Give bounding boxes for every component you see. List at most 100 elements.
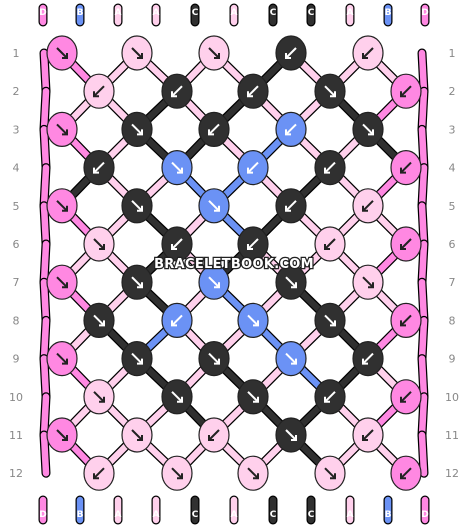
arrow-icon (285, 352, 297, 365)
arrow-head-icon (362, 53, 368, 59)
knot (352, 341, 384, 377)
arrow-head-icon (400, 167, 406, 174)
arrow-icon (208, 200, 220, 212)
row-label-right: 1 (449, 47, 456, 60)
arrow-head-icon (177, 396, 183, 403)
arrow-icon (93, 238, 105, 250)
arrow-icon (247, 238, 259, 250)
arrow-icon (247, 85, 259, 97)
arrow-icon (171, 238, 183, 250)
bottom-strand-letter: A (115, 510, 122, 520)
arrow-head-icon (253, 473, 259, 480)
arrow-head-icon (137, 205, 143, 212)
arrow-icon (131, 352, 143, 365)
edge-strand-left (40, 126, 50, 171)
knot (121, 341, 153, 377)
arrow-head-icon (93, 91, 99, 98)
edge-strand-right (418, 240, 428, 286)
arrow-icon (362, 276, 374, 288)
arrow-icon (324, 314, 336, 327)
arrow-head-icon (93, 167, 99, 174)
knot (275, 35, 307, 71)
arrow-head-icon (362, 435, 368, 441)
knot (352, 111, 384, 147)
arrow-head-icon (208, 435, 214, 441)
arrow-head-icon (137, 282, 143, 289)
knot (390, 302, 422, 338)
arrow-icon (208, 429, 220, 441)
arrow-icon (171, 467, 183, 479)
knot (237, 150, 269, 186)
arrow-icon (400, 314, 412, 327)
arrow-head-icon (362, 358, 368, 365)
arrow-icon (93, 391, 105, 403)
knot (46, 341, 78, 377)
row-label-left: 2 (13, 85, 20, 98)
arrow-icon (93, 467, 105, 479)
arrow-head-icon (324, 244, 330, 250)
knot (390, 455, 422, 491)
bottom-strand-letter: D (421, 510, 428, 520)
arrow-icon (171, 314, 183, 327)
arrow-head-icon (214, 53, 220, 59)
row-label-right: 3 (449, 123, 456, 136)
knot-layer (46, 35, 422, 491)
bottom-strand-letter: C (270, 510, 277, 520)
arrow-head-icon (285, 205, 291, 212)
arrow-icon (247, 467, 259, 479)
arrow-head-icon (177, 167, 183, 174)
knot (314, 302, 346, 338)
knot (46, 35, 78, 71)
edge-strand-left (40, 202, 50, 248)
arrow-icon (56, 276, 68, 288)
row-label-right: 9 (449, 353, 456, 366)
arrow-icon (362, 352, 374, 365)
arrow-head-icon (400, 91, 406, 98)
row-label-right: 6 (449, 238, 456, 251)
row-label-left: 10 (9, 391, 23, 404)
knot (161, 150, 193, 186)
top-strand-letter: C (192, 8, 199, 18)
knot (275, 341, 307, 377)
arrow-icon (131, 276, 143, 288)
arrow-head-icon (137, 53, 143, 59)
bottom-strand-letter: C (192, 510, 199, 520)
edge-strand-right (418, 164, 428, 210)
row-label-left: 11 (9, 429, 23, 442)
arrow-head-icon (330, 320, 336, 327)
bottom-strand-letter: D (39, 510, 46, 520)
knot (314, 379, 346, 415)
knot (83, 302, 115, 338)
edge-strand-right (418, 126, 428, 171)
row-label-left: 7 (13, 276, 20, 289)
arrow-head-icon (291, 282, 297, 289)
arrow-icon (208, 276, 220, 288)
knot (275, 417, 307, 453)
arrow-head-icon (400, 396, 406, 403)
row-label-left: 5 (13, 200, 20, 213)
arrow-icon (285, 429, 297, 441)
knot (46, 264, 78, 300)
knot (352, 188, 384, 224)
arrow-head-icon (62, 53, 68, 59)
arrow-head-icon (400, 244, 406, 250)
edge-strand-right (418, 431, 428, 477)
row-label-left: 9 (13, 353, 20, 366)
arrow-icon (56, 123, 68, 136)
arrow-icon (247, 391, 259, 403)
arrow-icon (56, 352, 68, 365)
arrow-head-icon (330, 91, 336, 98)
arrow-head-icon (137, 358, 143, 365)
arrow-icon (56, 47, 68, 59)
arrow-head-icon (137, 129, 143, 136)
top-strand-letter: A (231, 8, 238, 18)
top-strand-letter: B (77, 8, 84, 18)
arrow-icon (400, 391, 412, 403)
arrow-head-icon (99, 396, 105, 403)
top-strand-letter: D (39, 8, 46, 18)
row-label-right: 5 (449, 200, 456, 213)
top-strand-letter: A (115, 8, 122, 18)
row-label-right: 4 (449, 162, 456, 175)
arrow-icon (131, 200, 143, 212)
